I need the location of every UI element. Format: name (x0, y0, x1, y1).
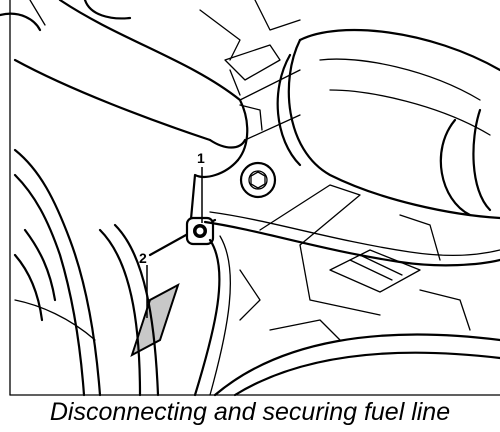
frame (9, 0, 500, 396)
fuel-filter-canister (276, 28, 500, 220)
fuel-line-fitting (185, 216, 215, 246)
mounting-bolt (239, 161, 277, 199)
left-hoses (13, 148, 160, 397)
callout-2-label: 2 (139, 250, 147, 266)
callout-1-label: 1 (197, 150, 205, 166)
lower-components (213, 184, 500, 397)
callout-leaders (146, 167, 203, 318)
figure-caption: Disconnecting and securing fuel line (49, 398, 451, 426)
fuel-lines (193, 211, 500, 397)
fuel-line-clip (130, 282, 180, 358)
engine-bracket (13, 0, 301, 257)
upper-hardware (0, 0, 301, 131)
